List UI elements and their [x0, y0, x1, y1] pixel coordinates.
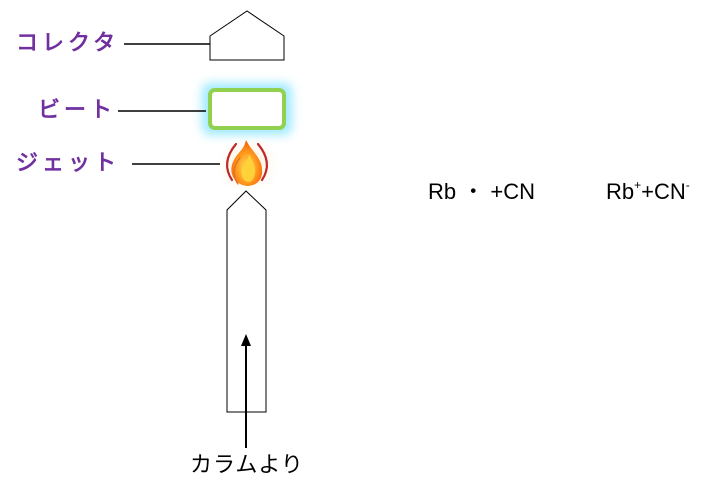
collector-shape — [209, 10, 285, 61]
label-bead: ビート — [38, 98, 117, 123]
equation-right-sup-plus: + — [634, 178, 642, 192]
bead-shape — [208, 88, 286, 130]
equation-right-base: Rb — [606, 179, 635, 204]
equation-left: Rb ・ +CN — [428, 179, 535, 204]
column-nozzle — [226, 190, 267, 413]
label-jet: ジェット — [16, 151, 121, 176]
equation-right: Rb++CN- — [606, 178, 690, 204]
flow-arrow-head — [241, 334, 251, 346]
label-collector: コレクタ — [16, 31, 120, 56]
column-caption: カラムより — [190, 453, 304, 478]
equation-right-sup-minus: - — [685, 178, 690, 192]
equation-right-mid: +CN — [641, 179, 686, 204]
flame-icon — [220, 138, 276, 188]
